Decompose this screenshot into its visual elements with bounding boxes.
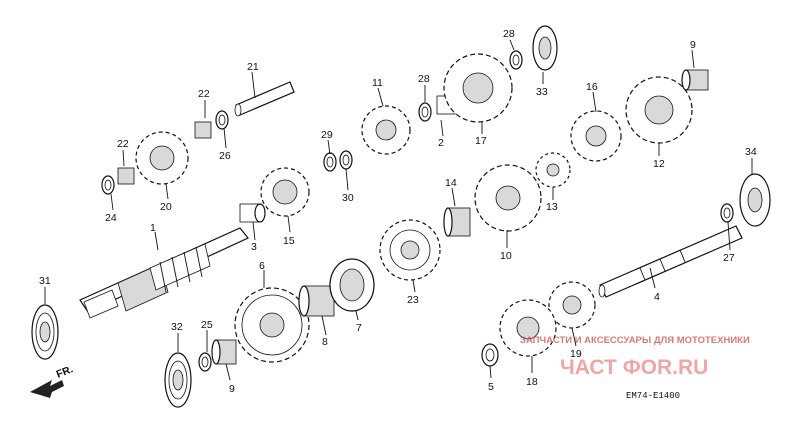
watermark: ЗАПЧАСТИ И АКСЕССУАРЫ ДЛЯ МОТОТЕХНИКИ ЧА… bbox=[520, 335, 750, 379]
callout-10: 10 bbox=[500, 250, 512, 262]
countershaft-4 bbox=[598, 225, 743, 298]
direction-arrow-icon bbox=[30, 380, 64, 398]
washer-30 bbox=[339, 150, 353, 170]
callout-33: 33 bbox=[536, 86, 548, 98]
gear-23 bbox=[379, 219, 441, 281]
callout-23: 23 bbox=[407, 294, 419, 306]
callout-27: 27 bbox=[723, 252, 735, 264]
callout-34: 34 bbox=[745, 146, 757, 158]
gear-19 bbox=[548, 281, 596, 329]
gear-20 bbox=[135, 131, 189, 185]
callout-9-upper: 9 bbox=[690, 39, 696, 51]
callout-6: 6 bbox=[259, 260, 265, 272]
needle-bearing-14 bbox=[443, 207, 471, 237]
callout-9-lower: 9 bbox=[229, 383, 235, 395]
collar-5 bbox=[481, 343, 499, 367]
gear-10 bbox=[474, 164, 542, 232]
washer-25 bbox=[198, 352, 212, 372]
callout-14: 14 bbox=[445, 177, 457, 189]
shaft-21 bbox=[234, 81, 295, 117]
gear-18 bbox=[499, 299, 557, 357]
callout-26: 26 bbox=[219, 150, 231, 162]
callout-22-lower: 22 bbox=[117, 138, 129, 150]
needle-bearing-9-lower bbox=[211, 339, 237, 365]
gear-15 bbox=[260, 167, 310, 217]
direction-label: FR. bbox=[55, 363, 75, 380]
collar-22-lower bbox=[117, 167, 135, 185]
callout-16: 16 bbox=[586, 81, 598, 93]
callout-7: 7 bbox=[356, 322, 362, 334]
leader-lines bbox=[44, 39, 753, 381]
diagram-code: EM74-E1400 bbox=[626, 391, 680, 401]
gear-11 bbox=[361, 105, 411, 155]
callout-24: 24 bbox=[105, 212, 117, 224]
callout-22-upper: 22 bbox=[198, 88, 210, 100]
callout-28-top: 28 bbox=[503, 28, 515, 40]
ball-bearing-34 bbox=[739, 173, 771, 227]
callout-3: 3 bbox=[251, 241, 257, 253]
callout-29: 29 bbox=[321, 129, 333, 141]
collar-22-upper bbox=[194, 121, 212, 139]
callout-31: 31 bbox=[39, 275, 51, 287]
watermark-line2: ЧАСТ ФОR.RU bbox=[560, 356, 708, 379]
washer-24 bbox=[101, 175, 115, 195]
snap-ring-29 bbox=[323, 152, 337, 172]
washer-27 bbox=[720, 203, 734, 223]
callout-11: 11 bbox=[372, 77, 383, 89]
callout-15: 15 bbox=[283, 235, 295, 247]
gear-13 bbox=[535, 152, 571, 188]
front-direction-indicator: FR. bbox=[30, 363, 75, 398]
shift-hub-7 bbox=[329, 258, 375, 312]
mainshaft-assembly bbox=[79, 227, 249, 319]
callout-28-mid: 28 bbox=[418, 73, 430, 85]
ball-bearing-33 bbox=[532, 25, 558, 71]
bushing-3 bbox=[239, 203, 266, 223]
callout-8: 8 bbox=[322, 336, 328, 348]
callout-labels: 1 2 3 4 5 6 7 8 9 9 10 11 12 13 14 15 16… bbox=[39, 28, 757, 395]
callout-13: 13 bbox=[546, 201, 558, 213]
callout-21: 21 bbox=[247, 61, 259, 73]
gear-17 bbox=[443, 53, 513, 123]
callout-4: 4 bbox=[654, 291, 660, 303]
callout-30: 30 bbox=[342, 192, 354, 204]
callout-25: 25 bbox=[201, 319, 213, 331]
needle-bearing-8 bbox=[298, 285, 335, 317]
callout-19: 19 bbox=[570, 348, 582, 360]
callout-2: 2 bbox=[438, 137, 444, 149]
callout-17: 17 bbox=[475, 135, 487, 147]
washer-26 bbox=[215, 110, 229, 130]
callout-1: 1 bbox=[150, 222, 156, 234]
callout-18: 18 bbox=[526, 376, 538, 388]
washer-28-mid bbox=[418, 102, 432, 122]
ball-bearing-31 bbox=[31, 304, 59, 360]
callout-12: 12 bbox=[653, 158, 665, 170]
gear-16 bbox=[570, 110, 622, 162]
watermark-line1: ЗАПЧАСТИ И АКСЕССУАРЫ ДЛЯ МОТОТЕХНИКИ bbox=[520, 335, 750, 346]
gear-12 bbox=[625, 76, 693, 144]
callout-20: 20 bbox=[160, 201, 172, 213]
callout-32: 32 bbox=[171, 321, 183, 333]
gear-6 bbox=[234, 287, 310, 363]
needle-bearing-9-upper bbox=[681, 69, 709, 91]
washer-28-top bbox=[509, 50, 523, 70]
callout-5: 5 bbox=[488, 381, 494, 393]
ball-bearing-32 bbox=[164, 352, 192, 408]
